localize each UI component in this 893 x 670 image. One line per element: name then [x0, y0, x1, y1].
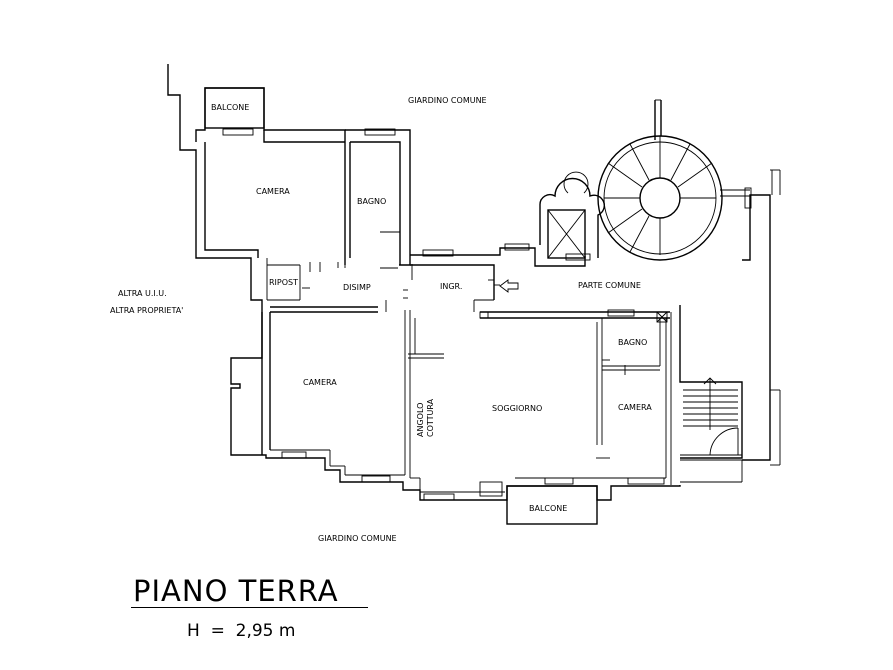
- balcone-bottom-label: BALCONE: [529, 504, 567, 513]
- other-unit-label-1: ALTRA U.I.U.: [118, 289, 167, 298]
- angolo-cottura-label-2: COTTURA: [426, 398, 435, 437]
- garden-bottom-label: GIARDINO COMUNE: [318, 534, 397, 543]
- other-unit-label-2: ALTRA PROPRIETA': [110, 306, 183, 315]
- camera-1-label: CAMERA: [256, 187, 290, 196]
- camera-3-label: CAMERA: [618, 403, 652, 412]
- title-underline: [131, 607, 368, 608]
- labels: GIARDINO COMUNE GIARDINO COMUNE ALTRA U.…: [110, 96, 652, 543]
- garden-top-label: GIARDINO COMUNE: [408, 96, 487, 105]
- spiral-staircase: [539, 99, 750, 261]
- outer-walls: [167, 64, 781, 525]
- bagno-1-label: BAGNO: [357, 197, 386, 206]
- floor-title: PIANO TERRA: [133, 574, 339, 608]
- stair-steps: [683, 377, 739, 456]
- common-part-label: PARTE COMUNE: [578, 281, 641, 290]
- angolo-cottura-label-1: ANGOLO: [416, 403, 425, 437]
- bagno-2-label: BAGNO: [618, 338, 647, 347]
- ripost-label: RIPOST: [269, 278, 298, 287]
- doors: [302, 231, 668, 459]
- ingr-label: INGR.: [440, 282, 462, 291]
- balcone-top-label: BALCONE: [211, 103, 249, 112]
- soggiorno-label: SOGGIORNO: [492, 404, 542, 413]
- camera-2-label: CAMERA: [303, 378, 337, 387]
- windows: [222, 128, 752, 501]
- ceiling-height: H = 2,95 m: [187, 621, 296, 641]
- disimp-label: DISIMP: [343, 283, 371, 292]
